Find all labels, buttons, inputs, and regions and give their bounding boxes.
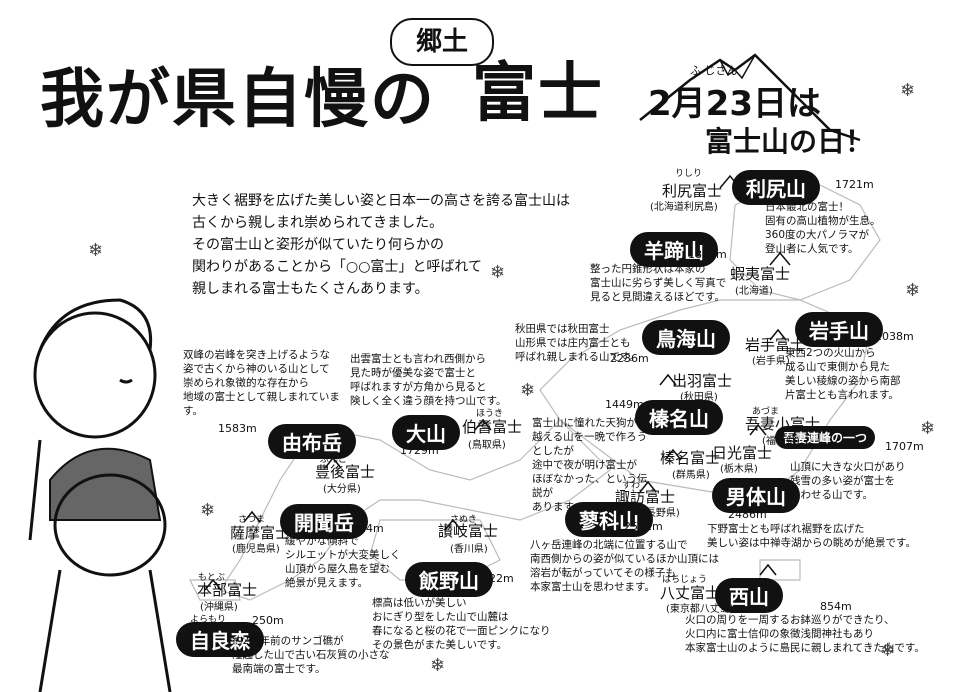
pref-kaimon: (鹿児島県) [232, 544, 280, 555]
page-title-right: 富士 [472, 57, 604, 131]
pref-yufu: (大分県) [323, 484, 361, 495]
date-ruby: ふ じさん [690, 64, 738, 77]
elev-daisen: 1729m [400, 444, 439, 457]
label-iwate: 岩手山 [795, 312, 883, 347]
label-yoramori: 自良森 [176, 622, 264, 657]
ruby-nishiyama: はちじょう [662, 575, 708, 585]
label-tateshina: 蓼科山 [565, 502, 653, 537]
ruby-kaimon: さつま [238, 515, 266, 525]
ruby-daisen: ほうき [476, 409, 504, 419]
alias-daisen: 伯耆富士 [462, 418, 523, 436]
pref-tateshina: (長野県) [642, 508, 680, 519]
label-daisen: 大山 [392, 415, 460, 450]
label-nishiyama: 西山 [715, 578, 783, 613]
alias-rishiri: 利尻富士 [662, 182, 723, 200]
alias-chokai: 出羽富士 [672, 372, 733, 390]
snowflake-icon: ❄ [88, 240, 104, 261]
elev-azuma: 1707m [885, 440, 924, 453]
elev-kaimon: 924m [352, 522, 384, 535]
desc-yufu: 双峰の岩峰を突き上げるような姿で古くから神のいる山として崇められ象徴的な存在から… [183, 349, 340, 417]
pref-nishiyama: (東京都八丈島) [666, 604, 734, 615]
elev-iino: 422m [482, 572, 514, 585]
snowflake-icon: ❄ [430, 655, 446, 676]
alias-motobu: 本部富士 [197, 581, 258, 599]
elev-haruna: 1449m [605, 398, 644, 411]
elev-chokai: 2236m [610, 352, 649, 365]
alias-nishiyama: 八丈富士 [660, 584, 721, 602]
desc-tateshina: 八ヶ岳連峰の北端に位置する山で南西側からの姿が似ているほか山頂には溶岩が転がって… [530, 539, 719, 593]
pref-chokai: (秋田県) [680, 392, 718, 403]
elev-iwate: 2038m [875, 330, 914, 343]
elev-yotei: 1898m [688, 248, 727, 261]
desc-iwate: 東西2つの火山から成る山で東側から見た美しい稜線の姿から南部片富士とも言われます… [785, 347, 901, 401]
alias-haruna: 榛名富士 [660, 449, 721, 467]
pref-azuma: (福島県) [762, 436, 800, 447]
desc-yoramori: 約2億年前のサンゴ礁が隆起した山で古い石灰質の小さな最南端の富士です。 [232, 635, 390, 675]
desc-yotei: 整った円錐形状は本家の富士山に劣らず美しく写真で見ると見間違えるほどです。 [590, 263, 727, 303]
ruby-yufu: ぶんご [320, 455, 348, 465]
alias-nantai: 日光富士 [712, 444, 773, 462]
desc-rishiri: 日本最北の富士！固有の高山植物が生息。360度の大パノラマが登山者に人気です。 [765, 201, 881, 255]
desc-nantai: 下野富士とも呼ばれ裾野を広げた美しい姿は中禅寺湖からの眺めが絶景です。 [707, 523, 916, 549]
desc-haruna: 富士山に憧れた天狗が越える山を一晩で作ろうとしたが途中で夜が明け富士がほぼなかっ… [532, 417, 648, 513]
snowflake-icon: ❄ [900, 80, 916, 101]
label-rishiri: 利尻山 [732, 170, 820, 205]
pref-yotei: (北海道) [735, 286, 773, 297]
ruby-azuma: あづま [752, 407, 780, 417]
alias-iwate: 岩手富士 [745, 336, 806, 354]
title-speech-bubble: 郷土 [390, 18, 494, 66]
fuji-day-caption: 富士山の日！ [705, 125, 874, 158]
snowflake-icon: ❄ [520, 380, 536, 401]
alias-kaimon: 薩摩富士 [230, 524, 291, 542]
pref-rishiri: (北海道利尻島) [650, 202, 718, 213]
label-chokai: 鳥海山 [642, 320, 730, 355]
pref-haruna: (群馬県) [672, 470, 710, 481]
ruby-motobu: もとぶ [198, 573, 225, 583]
snowflake-icon: ❄ [880, 640, 896, 661]
pref-iino: (香川県) [450, 544, 488, 555]
intro-text: 大きく裾野を広げた美しい姿と日本一の高さを誇る富士山は 古くから親しまれ崇められ… [192, 193, 570, 297]
ruby-rishiri: りしり [675, 169, 703, 179]
snowflake-icon: ❄ [200, 500, 216, 521]
desc-daisen: 出雲富士とも言われ西側から見た時が優美な姿で富士と呼ばれますが方角から見ると険し… [350, 353, 507, 407]
alias-yufu: 豊後富士 [315, 463, 376, 481]
ruby-iino: さぬき [450, 515, 477, 525]
snowflake-icon: ❄ [905, 280, 921, 301]
pref-daisen: (鳥取県) [468, 440, 506, 451]
elev-yufu: 1583m [218, 422, 257, 435]
desc-kaimon: 緩やかな傾斜でシルエットが大変美しく山頂から屋久島を望む絶景が見えます。 [285, 535, 401, 589]
snowflake-icon: ❄ [490, 262, 506, 283]
label-haruna: 榛名山 [635, 400, 723, 435]
page-title-left: 我が県自慢の [40, 63, 436, 137]
label-azuma: 吾妻連峰の一つ [775, 426, 876, 449]
alias-iino: 讃岐富士 [438, 522, 499, 540]
desc-azuma: 山頂に大きな火口があり残雪の多い姿が富士を思わせる山です。 [790, 461, 906, 501]
desc-nishiyama: 火口の周りを一周するお鉢巡りができたり、火口内に富士信仰の象徴浅間神社もあり本家… [685, 614, 925, 654]
ruby-tateshina: すわ [622, 481, 641, 491]
snowflake-icon: ❄ [920, 418, 936, 439]
elev-rishiri: 1721m [835, 178, 874, 191]
pref-iwate: (岩手県) [752, 356, 790, 367]
desc-chokai: 秋田県では秋田富士山形県では庄内富士とも呼ばれ親しまれる山です。 [515, 323, 640, 363]
alias-azuma: 吾妻小富士 [745, 415, 821, 433]
fuji-day-date: 2月23日は [648, 84, 821, 124]
label-yufu: 由布岳 [268, 424, 356, 459]
elev-yoramori: 250m [252, 614, 284, 627]
alias-yotei: 蝦夷富士 [730, 265, 791, 283]
label-kaimon: 開聞岳 [280, 504, 368, 539]
elev-nantai: 2486m [728, 508, 767, 521]
label-iino: 飯野山 [405, 562, 493, 597]
ruby-yoramori: よらもり [190, 615, 227, 625]
label-yotei: 羊蹄山 [630, 232, 718, 267]
pref-motobu: (沖縄県) [200, 602, 238, 613]
alias-tateshina: 諏訪富士 [615, 488, 676, 506]
elev-tateshina: 2531m [624, 520, 663, 533]
pref-nantai: (栃木県) [720, 464, 758, 475]
elev-nishiyama: 854m [820, 600, 852, 613]
label-nantai: 男体山 [712, 478, 800, 513]
desc-iino: 標高は低いが美しいおにぎり型をした山で山麓は春になると桜の花で一面ピンクになりそ… [372, 597, 551, 651]
